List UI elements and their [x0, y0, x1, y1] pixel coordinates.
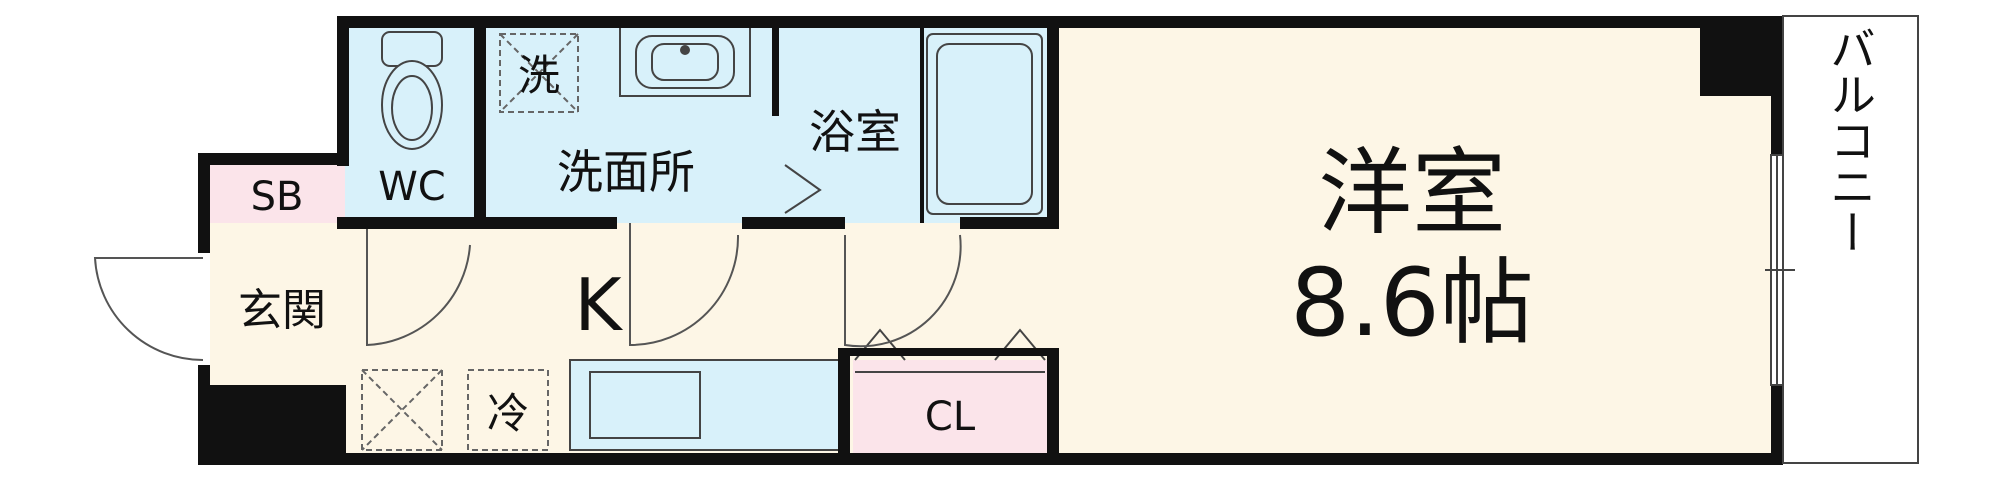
- wall-left: [198, 153, 210, 253]
- wash-basin-icon: [619, 25, 751, 97]
- western-room-label: 洋室: [1318, 139, 1506, 248]
- fridge-slot-icon: [361, 369, 549, 451]
- western-room-floor: [1053, 26, 1771, 453]
- kitchen-label: K: [574, 263, 623, 347]
- closet-label: CL: [925, 394, 976, 440]
- wall-service-bottom: [337, 217, 617, 229]
- balcony-floor: [1783, 16, 1918, 463]
- wall-top: [337, 16, 1783, 28]
- wall-wc-right: [474, 16, 486, 223]
- wall-left-upper: [337, 16, 349, 166]
- room-door-swing: [844, 234, 962, 348]
- wall-corner-block: [198, 385, 346, 465]
- toilet-icon: [381, 31, 443, 150]
- floor-layer: [210, 16, 1918, 463]
- washroom-door-swing: [629, 223, 740, 347]
- closet-floor: [853, 360, 1053, 453]
- bath-door-mark: [784, 164, 822, 214]
- western-room-size-label: 8.6帖: [1290, 249, 1534, 358]
- wall-room-left: [1047, 16, 1059, 229]
- wall-bath-inner: [920, 28, 924, 223]
- wash-mark-label: 洗: [518, 51, 560, 100]
- entrance-label: 玄関: [238, 285, 326, 336]
- washer-slot-icon: [499, 33, 579, 113]
- balcony-label: バルコニー: [1823, 25, 1877, 255]
- wall-sb-top: [198, 153, 349, 165]
- bathtub-icon: [926, 33, 1043, 215]
- balcony-frame: [1765, 15, 1919, 464]
- bath-label: 浴室: [809, 105, 901, 159]
- wall-bottom: [198, 453, 1783, 465]
- wall-closet-strip: [838, 348, 1059, 356]
- sb-floor: [210, 165, 345, 223]
- wc-label: WC: [378, 164, 445, 210]
- wall-closet-top: [838, 348, 850, 465]
- washroom-label: 洗面所: [557, 145, 695, 199]
- sb-label: SB: [251, 174, 304, 220]
- kitchen-counter-icon: [569, 359, 846, 451]
- wall-washroom-right: [772, 16, 779, 116]
- door-swings: [93, 223, 962, 362]
- wall-room-left-low: [1047, 355, 1059, 465]
- walls: [198, 16, 1783, 465]
- pillar-top-right: [1700, 16, 1783, 96]
- fridge-label: 冷: [487, 389, 529, 438]
- wall-bath-bottom: [960, 217, 1059, 229]
- entrance-door-swing: [93, 257, 204, 362]
- wall-service-bottom-2: [742, 217, 845, 229]
- wc-door-swing: [366, 223, 471, 347]
